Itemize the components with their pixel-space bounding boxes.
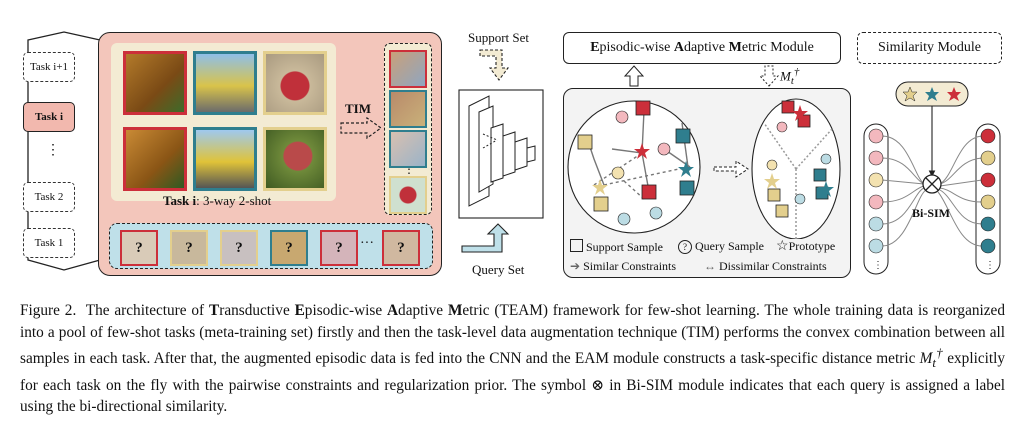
bisim-label: Bi-SIM [912, 206, 951, 220]
query-image-5: ? [320, 230, 358, 266]
tim-arrow-icon [340, 117, 383, 139]
augmented-images: ⋮ [384, 43, 432, 215]
aug-image-4 [389, 176, 427, 214]
task-ellipsis: ⋮ [46, 143, 60, 158]
legend-query: ? Query Sample [678, 239, 764, 254]
task-panel: Task i: 3-way 2-shot TIM ⋮ ? ? ? ? ? ···… [98, 32, 442, 276]
metric-symbol: Mt† [780, 66, 800, 87]
lion-image-1 [123, 51, 187, 115]
tim-label: TIM [345, 101, 371, 116]
query-set-label: Query Set [472, 262, 525, 277]
bus-image-1 [193, 51, 257, 115]
support-images: Task i: 3-way 2-shot [111, 43, 336, 208]
task-item-1: Task 1 [23, 228, 75, 258]
lion-image-2 [123, 127, 187, 191]
task-caption: Task i: 3-way 2-shot [163, 193, 272, 208]
query-images: ? ? ? ? ? ··· ? [109, 223, 433, 269]
eam-embedding-diagram [567, 98, 841, 239]
similar-arrow-icon: ➔ [570, 259, 581, 273]
bisim-diagram: ⋮ ⋮ [863, 81, 1001, 275]
query-image-4: ? [270, 230, 308, 266]
aug-image-2 [389, 90, 427, 128]
eam-panel: Support Sample ? Query Sample ☆Prototype… [563, 88, 851, 278]
query-image-2: ? [170, 230, 208, 266]
query-arrow-icon [461, 223, 510, 253]
support-set-label: Support Set [468, 30, 530, 45]
query-circle-icon: ? [678, 240, 692, 254]
aug-image-1 [389, 50, 427, 88]
svg-text:⋮: ⋮ [873, 260, 883, 271]
figure-caption: Figure 2. The architecture of Transducti… [20, 302, 1006, 416]
legend-dissimilar: ↔ Dissimilar Constraints [704, 259, 827, 273]
legend-similar: ➔ Similar Constraints [570, 259, 677, 273]
legend-support: Support Sample [570, 239, 663, 255]
eam-up-arrow-icon [623, 65, 645, 87]
legend-prototype: ☆Prototype [776, 239, 836, 254]
dissimilar-arrow-icon: ↔ [704, 259, 716, 273]
task-item-2: Task 2 [23, 182, 75, 212]
task-item-current: Task i [23, 102, 75, 132]
bird-image-2 [263, 127, 327, 191]
square-icon [570, 239, 583, 252]
task-item-next: Task i+1 [23, 52, 75, 82]
svg-text:⋮: ⋮ [985, 260, 995, 271]
aug-image-3 [389, 130, 427, 168]
bus-image-2 [193, 127, 257, 191]
cnn-diagram [458, 89, 544, 219]
support-arrow-icon [479, 49, 510, 81]
similarity-title: Similarity Module [857, 32, 1002, 64]
query-ellipsis: ··· [360, 236, 374, 251]
eam-title: Episodic-wise Adaptive Metric Module [563, 32, 841, 64]
query-image-1: ? [120, 230, 158, 266]
bird-image-1 [263, 51, 327, 115]
metric-down-arrow-icon [758, 65, 780, 87]
query-image-3: ? [220, 230, 258, 266]
query-image-6: ? [382, 230, 420, 266]
task-pool: Task i+1 Task i ⋮ Task 2 Task 1 [20, 30, 101, 271]
star-outline-icon: ☆ [776, 239, 789, 254]
